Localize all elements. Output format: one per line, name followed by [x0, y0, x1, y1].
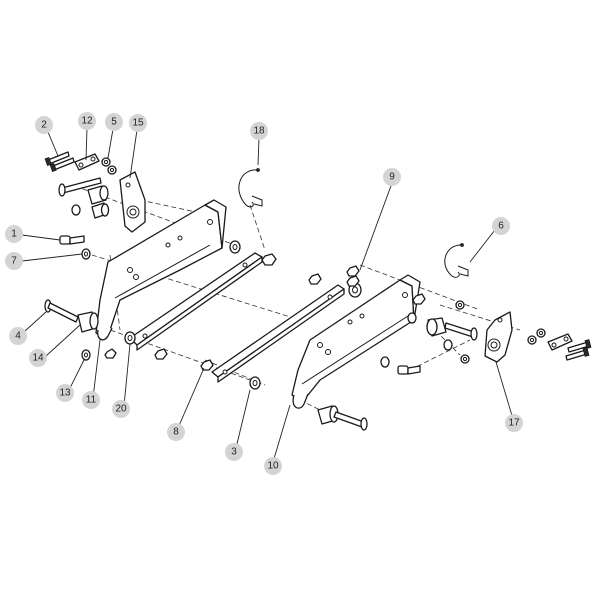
- callout-13: 17: [505, 414, 523, 432]
- callout-14-label: 13: [59, 388, 71, 399]
- callout-3: 3: [225, 443, 243, 461]
- callout-7: 7: [5, 252, 23, 270]
- callout-10-label: 10: [267, 461, 279, 472]
- callout-15: 15: [129, 114, 147, 132]
- callout-13-label: 17: [508, 418, 520, 429]
- callout-5-label: 5: [111, 117, 117, 128]
- callout-15-label: 15: [132, 118, 144, 129]
- callout-12: 12: [78, 112, 96, 130]
- callout-4-label: 4: [15, 331, 21, 342]
- left-side-bracket: [95, 199, 227, 341]
- callout-5: 5: [105, 113, 123, 131]
- callout-11: 11: [82, 391, 100, 409]
- callout-11-label: 11: [86, 395, 97, 406]
- callout-18-label: 18: [253, 126, 265, 137]
- callout-14: 13: [56, 384, 74, 402]
- callout-6-label: 6: [498, 221, 504, 232]
- left-flat-rail: [129, 252, 263, 351]
- callout-20-label: 20: [115, 404, 127, 415]
- callout-18: 18: [250, 122, 268, 140]
- callout-17-label: 14: [32, 353, 44, 364]
- callout-1-label: 1: [11, 229, 17, 240]
- right-side-bracket: [291, 274, 421, 409]
- callout-2-label: 2: [41, 120, 47, 131]
- callout-10: 10: [264, 457, 282, 475]
- right-hinge-plate: [484, 311, 513, 363]
- callout-8: 8: [167, 423, 185, 441]
- callout-2: 2: [35, 116, 53, 134]
- callout-4: 4: [9, 327, 27, 345]
- callout-8-label: 8: [173, 427, 179, 438]
- left-hardware: [44, 151, 277, 361]
- left-hinge-plate: [119, 171, 146, 233]
- callout-17: 14: [29, 349, 47, 367]
- callout-9-label: 9: [389, 172, 395, 183]
- right-snap-ring: [444, 243, 469, 278]
- leader-lines: [21, 127, 514, 463]
- callout-7-label: 7: [11, 256, 17, 267]
- callout-3-label: 3: [231, 447, 237, 458]
- callout-6: 6: [492, 217, 510, 235]
- callout-1: 1: [5, 225, 23, 243]
- right-hardware: [200, 265, 592, 431]
- callout-20: 20: [112, 400, 130, 418]
- right-flat-rail: [211, 284, 345, 383]
- callout-12-label: 12: [81, 116, 93, 127]
- left-snap-ring: [238, 168, 263, 208]
- callout-9: 9: [383, 168, 401, 186]
